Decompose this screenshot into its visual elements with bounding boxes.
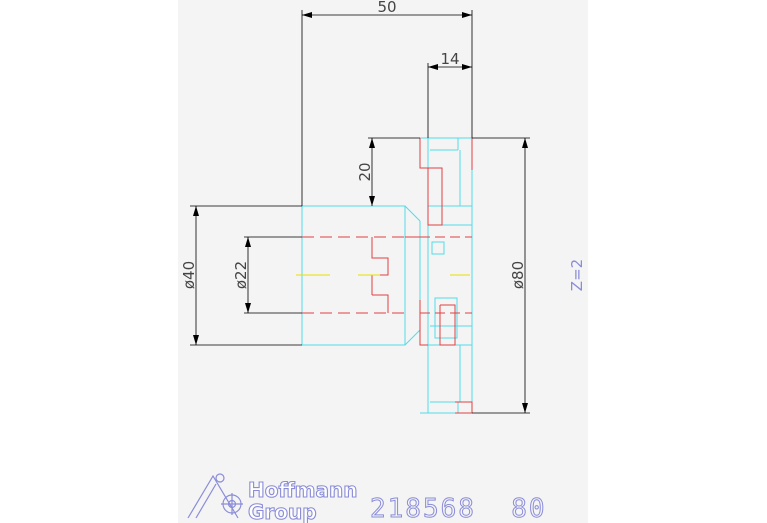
part-outline: [301, 137, 473, 414]
brand-name-line1: Hoffmann: [248, 478, 358, 502]
brand-name-line2: Group: [248, 500, 317, 523]
hidden-lines: [302, 138, 473, 414]
dimension-step-label: 20: [356, 162, 374, 181]
dimension-flange-label: 14: [440, 50, 459, 68]
dimension-outer-diameter-label: ø80: [509, 261, 527, 289]
dimension-lines: [190, 10, 530, 414]
part-number: 218568 80: [370, 494, 547, 523]
dimension-hub-diameter-label: ø40: [180, 261, 198, 289]
tooth-count-note: Z=2: [568, 259, 586, 291]
drawing-sheet: [178, 0, 588, 523]
dimension-bore-diameter-label: ø22: [232, 261, 250, 289]
dimension-arrows: [193, 12, 528, 413]
dimension-length-label: 50: [377, 0, 396, 16]
hoffmann-logo-icon: [187, 473, 243, 519]
